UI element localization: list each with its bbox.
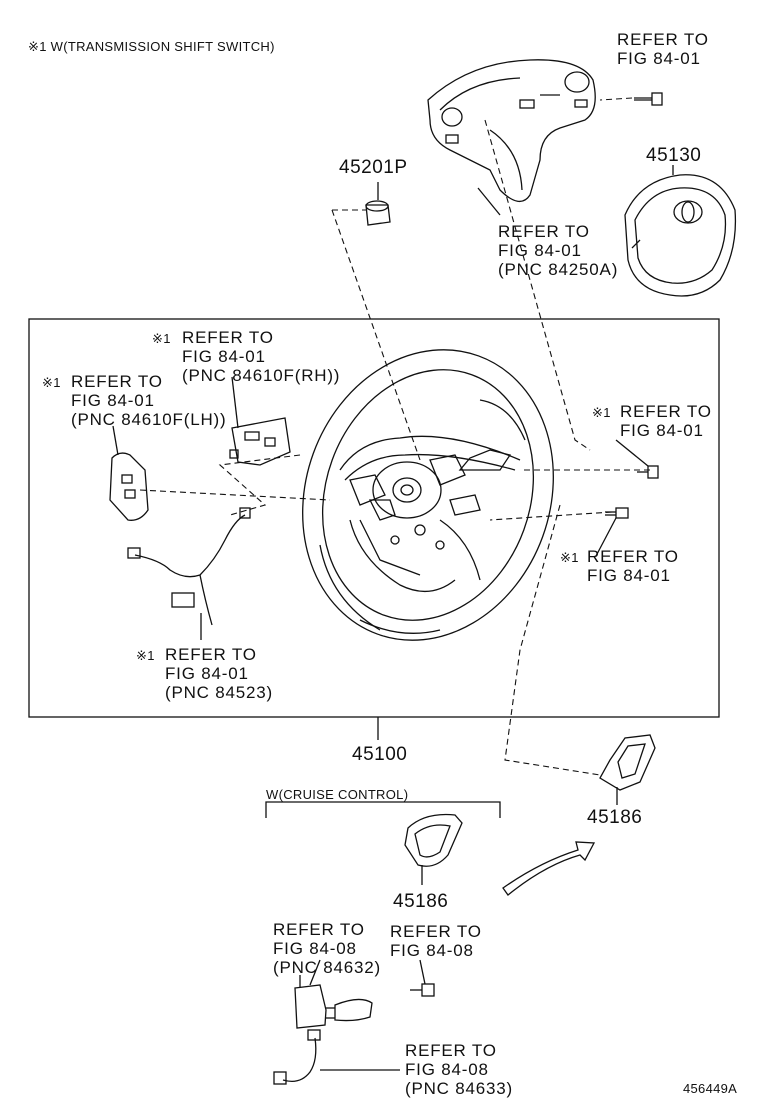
cruise-cable-drawing [273,1029,400,1085]
ref-harness-mark: ※1 [136,648,155,663]
ref-top-line1: REFER TO [617,30,709,49]
ref-switch-line3: (PNC 84632) [273,958,382,977]
nut-45201p-drawing [365,182,391,226]
ref-right-screw-line1: REFER TO [587,547,679,566]
ref-top-line2: FIG 84-01 [617,49,701,68]
dashed-reference-lines [139,97,650,776]
ref-right-bolt: REFER TO FIG 84-01 [620,402,712,440]
ref-harness-line2: FIG 84-01 [165,664,249,683]
bolt-top-drawing [634,92,663,106]
part-number-45201p: 45201P [339,157,408,178]
ref-cable: REFER TO FIG 84-08 (PNC 84633) [405,1041,513,1098]
figure-id: 456449A [683,1081,738,1096]
bezel-45186-right-drawing [599,734,656,805]
ref-right-screw-line2: FIG 84-01 [587,566,671,585]
part-number-45130: 45130 [646,145,702,166]
cruise-control-note: W(CRUISE CONTROL) [266,787,409,802]
ref-lh: REFER TO FIG 84-01 (PNC 84610F(LH)) [71,372,226,429]
switch-rh-drawing [229,417,291,466]
ref-right-screw: REFER TO FIG 84-01 [587,547,679,585]
cruise-switch-drawing [294,975,373,1029]
ref-lh-line2: FIG 84-01 [71,391,155,410]
ref-cover: REFER TO FIG 84-01 (PNC 84250A) [498,222,618,279]
part-number-45186-cruise: 45186 [393,891,449,912]
part-number-45100: 45100 [352,744,408,765]
ref-lh-line1: REFER TO [71,372,163,391]
ref-rh-mark: ※1 [152,331,171,346]
part-number-45186-right: 45186 [587,807,643,828]
cruise-control-bracket [265,801,501,818]
bolt-right-drawing [637,465,659,479]
ref-lh-line3: (PNC 84610F(LH)) [71,410,227,429]
ref-switch-bolt-line2: FIG 84-08 [390,941,474,960]
cruise-arrow [502,841,596,896]
ref-switch-line1: REFER TO [273,920,365,939]
ref-cable-line1: REFER TO [405,1041,497,1060]
ref-lh-mark: ※1 [42,375,61,390]
ref-cable-line2: FIG 84-08 [405,1060,489,1079]
bezel-45186-cruise-drawing [404,813,463,885]
ref-rh: REFER TO FIG 84-01 (PNC 84610F(RH)) [182,328,340,385]
ref-right-screw-mark: ※1 [560,550,579,565]
wire-harness-drawing [127,507,251,640]
ref-cover-line1: REFER TO [498,222,590,241]
cruise-bolt-drawing [410,983,435,997]
ref-cable-line3: (PNC 84633) [405,1079,514,1098]
ref-harness-line1: REFER TO [165,645,257,664]
steering-cover-drawing [427,59,596,202]
ref-switch-line2: FIG 84-08 [273,939,357,958]
ref-switch-bolt: REFER TO FIG 84-08 [390,922,482,960]
ref-harness: REFER TO FIG 84-01 (PNC 84523) [165,645,273,702]
ref-rh-line2: FIG 84-01 [182,347,266,366]
ref-cover-line3: (PNC 84250A) [498,260,619,279]
ref-rh-line1: REFER TO [182,328,274,347]
switch-lh-drawing [109,452,149,521]
horn-pad-drawing [624,174,737,297]
ref-right-bolt-line1: REFER TO [620,402,712,421]
assembly-frame [28,318,720,718]
screw-right-drawing [605,507,629,519]
ref-rh-line3: (PNC 84610F(RH)) [182,366,341,385]
ref-right-bolt-mark: ※1 [592,405,611,420]
ref-cover-line2: FIG 84-01 [498,241,582,260]
ref-harness-line3: (PNC 84523) [165,683,274,702]
ref-switch-bolt-line1: REFER TO [390,922,482,941]
ref-right-bolt-line2: FIG 84-01 [620,421,704,440]
steering-wheel-drawing [302,349,554,641]
ref-top: REFER TO FIG 84-01 [617,30,709,68]
ref-switch: REFER TO FIG 84-08 (PNC 84632) [273,920,381,977]
header-note: ※1 W(TRANSMISSION SHIFT SWITCH) [28,39,275,54]
